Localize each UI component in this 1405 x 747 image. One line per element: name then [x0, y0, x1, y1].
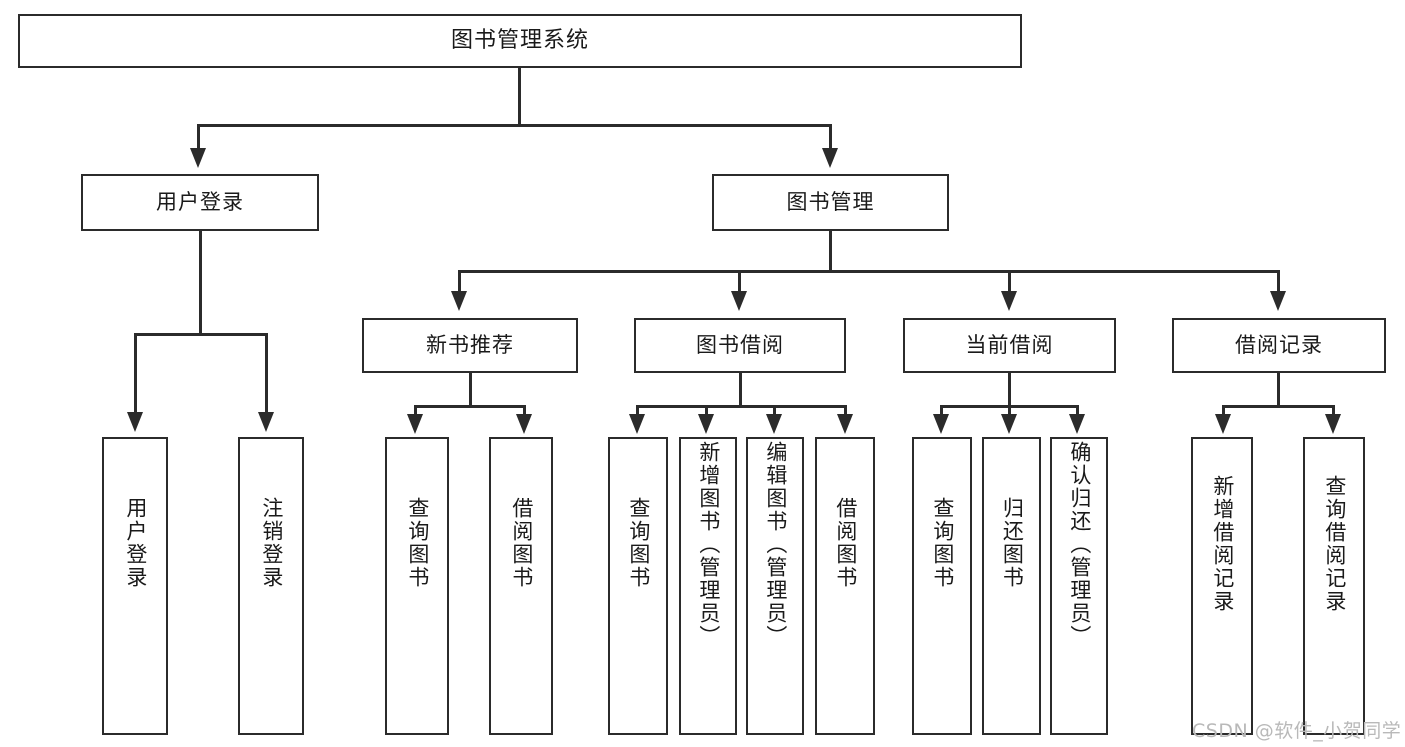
- watermark-text: CSDN @软件_小贺同学: [1192, 720, 1402, 742]
- leaf-label: 借阅图书: [833, 497, 858, 589]
- node-new-book-recommend[interactable]: 新书推荐: [362, 318, 578, 373]
- arrowhead-book-borrow: [731, 291, 747, 311]
- arrowhead-br-leaf-2: [1325, 414, 1341, 434]
- arrowhead-cb-leaf-1: [933, 414, 949, 434]
- connector-cb-to-leaf-3: [1076, 405, 1079, 417]
- node-label: 图书管理: [786, 190, 875, 215]
- leaf-nb-borrow-book[interactable]: 借阅图书: [489, 437, 553, 735]
- leaf-label: 注销登录: [259, 497, 284, 589]
- leaf-br-query-record[interactable]: 查询借阅记录: [1303, 437, 1365, 735]
- connector-bb-to-leaf-4: [844, 405, 847, 417]
- connector-new-book-stem: [469, 373, 472, 408]
- leaf-label: 新增图书（管理员）: [696, 441, 721, 648]
- node-borrow-record[interactable]: 借阅记录: [1172, 318, 1386, 373]
- node-label: 用户登录: [156, 190, 244, 215]
- connector-book-manage-stem: [829, 231, 832, 273]
- leaf-bb-query-book[interactable]: 查询图书: [608, 437, 668, 735]
- connector-user-login-to-leaf-2: [265, 333, 268, 415]
- node-book-manage[interactable]: 图书管理: [712, 174, 949, 231]
- node-label: 当前借阅: [965, 333, 1054, 358]
- leaf-bb-edit-book-admin[interactable]: 编辑图书（管理员）: [746, 437, 804, 735]
- leaf-label: 查询图书: [405, 497, 430, 589]
- leaf-label: 编辑图书（管理员）: [763, 441, 788, 648]
- leaf-label: 借阅图书: [509, 497, 534, 589]
- node-user-login[interactable]: 用户登录: [81, 174, 319, 231]
- connector-borrow-record-bar: [1222, 405, 1335, 408]
- leaf-cb-return-book[interactable]: 归还图书: [982, 437, 1041, 735]
- connector-user-login-to-leaf-1: [134, 333, 137, 415]
- connector-bb-to-leaf-1: [636, 405, 639, 417]
- connector-bb-to-leaf-3: [773, 405, 776, 417]
- arrowhead-bb-leaf-1: [629, 414, 645, 434]
- arrowhead-bb-leaf-4: [837, 414, 853, 434]
- node-label: 图书管理系统: [450, 28, 589, 54]
- leaf-br-add-record[interactable]: 新增借阅记录: [1191, 437, 1253, 735]
- connector-new-book-to-leaf-1: [414, 405, 417, 417]
- connector-cb-to-leaf-1: [940, 405, 943, 417]
- arrowhead-new-book: [451, 291, 467, 311]
- leaf-label: 查询借阅记录: [1322, 475, 1347, 613]
- leaf-cb-query-book[interactable]: 查询图书: [912, 437, 972, 735]
- connector-user-login-stem: [199, 231, 202, 335]
- connector-bb-to-leaf-2: [705, 405, 708, 417]
- connector-root-bar: [197, 124, 832, 127]
- node-book-borrow[interactable]: 图书借阅: [634, 318, 846, 373]
- leaf-bb-borrow-book[interactable]: 借阅图书: [815, 437, 875, 735]
- connector-current-borrow-stem: [1008, 373, 1011, 408]
- leaf-label: 查询图书: [626, 497, 651, 589]
- connector-new-book-to-leaf-2: [523, 405, 526, 417]
- node-label: 借阅记录: [1235, 333, 1323, 358]
- arrowhead-leaf-user-login: [127, 412, 143, 432]
- connector-cb-to-leaf-2: [1008, 405, 1011, 417]
- connector-br-to-leaf-1: [1222, 405, 1225, 417]
- leaf-user-login[interactable]: 用户登录: [102, 437, 168, 735]
- leaf-label: 确认归还（管理员）: [1067, 441, 1092, 648]
- leaf-bb-add-book-admin[interactable]: 新增图书（管理员）: [679, 437, 737, 735]
- arrowhead-nb-leaf-2: [516, 414, 532, 434]
- arrowhead-leaf-logout: [258, 412, 274, 432]
- leaf-logout[interactable]: 注销登录: [238, 437, 304, 735]
- arrowhead-borrow-record: [1270, 291, 1286, 311]
- node-root-system[interactable]: 图书管理系统: [18, 14, 1022, 68]
- node-label: 图书借阅: [696, 333, 784, 358]
- connector-br-to-leaf-2: [1332, 405, 1335, 417]
- node-current-borrow[interactable]: 当前借阅: [903, 318, 1116, 373]
- arrowhead-user-login: [190, 148, 206, 168]
- arrowhead-cb-leaf-3: [1069, 414, 1085, 434]
- arrowhead-book-manage: [822, 148, 838, 168]
- connector-user-login-bar: [134, 333, 267, 336]
- arrowhead-br-leaf-1: [1215, 414, 1231, 434]
- connector-to-current-borrow: [1008, 270, 1011, 294]
- connector-book-borrow-bar: [636, 405, 847, 408]
- leaf-nb-query-book[interactable]: 查询图书: [385, 437, 449, 735]
- leaf-label: 归还图书: [1000, 497, 1025, 589]
- arrowhead-cb-leaf-2: [1001, 414, 1017, 434]
- connector-borrow-record-stem: [1277, 373, 1280, 408]
- arrowhead-bb-leaf-3: [766, 414, 782, 434]
- leaf-cb-confirm-return-admin[interactable]: 确认归还（管理员）: [1050, 437, 1108, 735]
- connector-root-stem: [518, 68, 521, 126]
- leaf-label: 查询图书: [930, 497, 955, 589]
- connector-to-book-borrow: [738, 270, 741, 294]
- node-label: 新书推荐: [426, 333, 514, 358]
- arrowhead-bb-leaf-2: [698, 414, 714, 434]
- arrowhead-nb-leaf-1: [407, 414, 423, 434]
- connector-book-manage-bar: [458, 270, 1280, 273]
- leaf-label: 新增借阅记录: [1210, 475, 1235, 613]
- connector-to-borrow-record: [1277, 270, 1280, 294]
- connector-to-new-book: [458, 270, 461, 294]
- arrowhead-current-borrow: [1001, 291, 1017, 311]
- connector-root-to-user-login: [197, 124, 200, 150]
- connector-new-book-bar: [414, 405, 526, 408]
- leaf-label: 用户登录: [123, 497, 148, 589]
- connector-root-to-book-manage: [829, 124, 832, 150]
- connector-book-borrow-stem: [739, 373, 742, 408]
